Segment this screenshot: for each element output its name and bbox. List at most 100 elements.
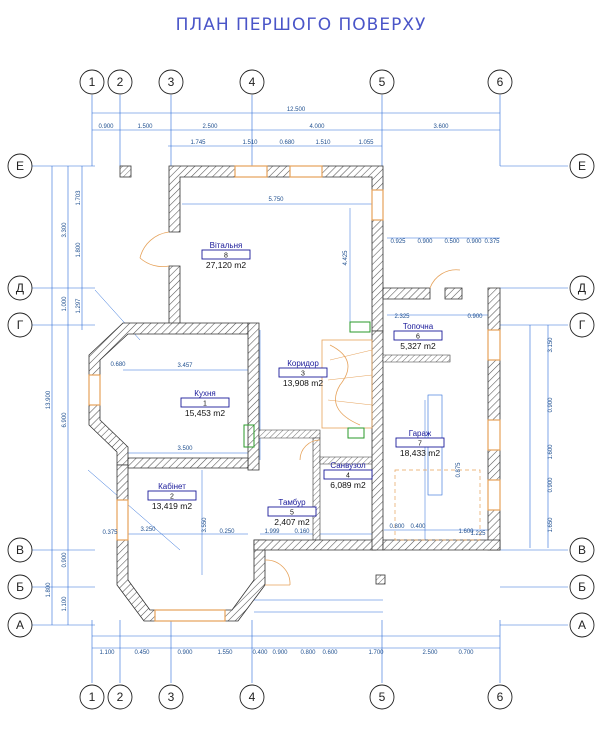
walls [88,165,501,622]
axis-label-vertical: 6 [497,75,504,89]
dimension-label: 2.325 [394,314,410,320]
dimension-lines [51,112,549,649]
dimension-label: 6.900 [62,412,68,428]
dimension-label: 0.900 [548,477,554,493]
room-name: Коридор [287,359,319,368]
axis-label-vertical: 1 [89,75,96,89]
dimension-label: 0.450 [134,650,150,656]
dimension-label: 0.900 [98,124,114,130]
dimension-label: 1.600 [458,529,474,535]
axis-bubble [107,684,133,710]
dimension-label: 1.600 [548,444,554,460]
dimension-label: 0.900 [548,397,554,413]
axis-label-vertical: 2 [117,690,124,704]
room-number-box [323,469,373,480]
room-name: Вітальня [210,241,243,250]
dimension-label: 1.700 [368,650,384,656]
dimension-label: 1.745 [190,140,206,146]
room-name: Санвузол [330,461,366,470]
axis-label-horizontal: Б [578,580,586,594]
room-number: 7 [418,441,422,448]
room-number: 3 [301,371,305,378]
room-area: 13,419 m2 [152,501,192,511]
room-area: 5,327 m2 [400,341,436,351]
dimension-label: 0.600 [322,650,338,656]
dimension-label: 3.150 [548,337,554,353]
room-area: 6,089 m2 [330,480,366,490]
room-number-box [267,506,317,517]
room-number: 1 [203,401,207,408]
axis-bubble [569,153,595,179]
axis-label-vertical: 4 [249,690,256,704]
dimension-label: 3.250 [140,527,156,533]
axis-bubble [158,69,184,95]
dimension-label: 2.500 [422,650,438,656]
dimension-label: 0.375 [484,239,500,245]
room-name: Тамбур [278,498,306,507]
axis-bubble [7,612,33,638]
dimension-label: 0.400 [252,650,268,656]
dimension-label: 0.800 [389,524,405,530]
dimension-label: 1.297 [76,298,82,314]
axis-bubble [7,537,33,563]
dimension-label: 0.680 [110,362,126,368]
dimension-label: 3.457 [177,363,193,369]
axis-label-horizontal: Г [17,318,24,332]
dimension-label: 0.925 [390,239,406,245]
plan-title: ПЛАН ПЕРШОГО ПОВЕРХУ [176,15,427,35]
dimension-label: 1.510 [242,140,258,146]
axis-label-horizontal: В [16,543,24,557]
dimension-label: 0.900 [62,552,68,568]
dimension-label: 0.900 [177,650,193,656]
dimension-label: 0.250 [219,529,235,535]
room-area: 2,407 m2 [274,517,310,527]
room-number-box [147,490,197,501]
dimension-label: 2.500 [202,124,218,130]
dimension-label: 1.100 [62,596,68,612]
axis-bubble [369,684,395,710]
axis-bubble [107,69,133,95]
dimension-label: 1.650 [548,517,554,533]
dimension-label: 0.900 [272,650,288,656]
axis-label-horizontal: Д [578,281,586,295]
dimension-label: 1.800 [76,242,82,258]
axis-bubble [79,684,105,710]
dimension-label: 13.900 [46,390,52,409]
room-label: Коридор 313,908 m2 [278,359,328,388]
dimension-label: 3.550 [202,517,208,533]
axis-label-horizontal: А [16,618,24,632]
axis-bubble [487,684,513,710]
axis-label-vertical: 6 [497,690,504,704]
dimension-label: 1.055 [358,140,374,146]
axis-bubble [158,684,184,710]
dimension-label: 0.900 [417,239,433,245]
axis-bubble [239,69,265,95]
dimension-label: 1.550 [217,650,233,656]
axis-bubble [7,312,33,338]
axis-grid-lines [32,95,568,683]
axis-bubble [7,153,33,179]
axis-bubble [569,574,595,600]
axis-label-vertical: 3 [168,690,175,704]
axis-label-horizontal: Б [16,580,24,594]
axis-bubble [7,574,33,600]
axis-bubble [487,69,513,95]
room-name: Кабінет [158,482,186,491]
room-area: 13,908 m2 [283,378,323,388]
room-name: Кухня [194,389,215,398]
room-number-box [180,397,230,408]
dimension-label: 0.800 [300,650,316,656]
axis-bubble [79,69,105,95]
room-name: Топочна [403,322,434,331]
axis-label-vertical: 1 [89,690,96,704]
windows [88,165,501,622]
dimension-label: 0.375 [102,530,118,536]
room-number: 4 [346,473,350,480]
